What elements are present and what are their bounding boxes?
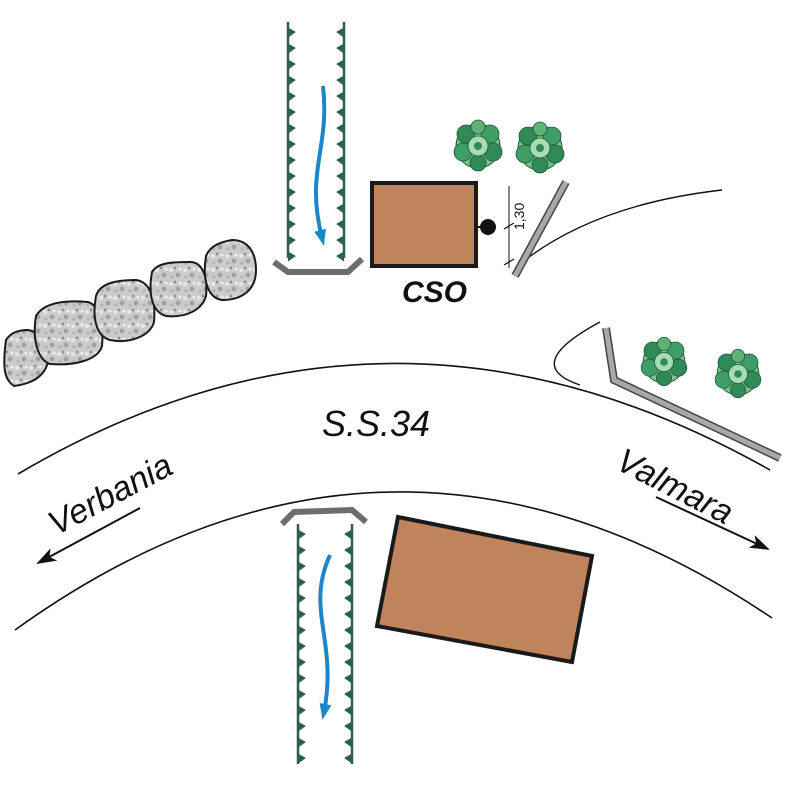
flow-arrow-icon — [314, 85, 327, 246]
road-label: S.S.34 — [322, 403, 430, 444]
manhole-icon — [480, 219, 496, 235]
tree-icon — [714, 348, 762, 399]
tree-icon — [515, 121, 565, 174]
direction-label-valmara: Valmara — [610, 441, 739, 532]
dimension-label: 1,30 — [511, 203, 527, 230]
flow-arrow-icon — [318, 554, 332, 720]
guard-rail-right-fill — [603, 327, 782, 461]
direction-label-verbania: Verbania — [42, 446, 179, 543]
channel-teeth — [336, 27, 345, 262]
cso-label: CSO — [402, 276, 467, 309]
upper-channel-headwall — [272, 256, 365, 275]
stone-wall-icon — [3, 238, 258, 388]
road-upper-edge — [17, 362, 771, 475]
lower-drainage-channel — [296, 524, 354, 764]
side-road-curve-lower — [553, 321, 601, 386]
direction-arrow-icon — [655, 496, 770, 550]
side-road-curve-upper — [514, 189, 723, 269]
cso-building — [370, 181, 478, 268]
lower-channel-headwall — [279, 506, 368, 527]
tree-icon — [453, 119, 503, 172]
guard-rail-right — [602, 327, 782, 462]
upper-drainage-channel — [286, 22, 346, 262]
channel-teeth — [344, 529, 353, 764]
direction-arrow-icon — [36, 507, 141, 564]
channel-teeth — [287, 27, 296, 262]
road-lower-edge — [14, 491, 773, 631]
channel-teeth — [297, 529, 306, 764]
lower-building — [374, 514, 595, 665]
dimension-annotation — [503, 186, 515, 268]
guard-barrier-upper-fill — [512, 180, 569, 278]
tree-icon — [640, 336, 688, 387]
